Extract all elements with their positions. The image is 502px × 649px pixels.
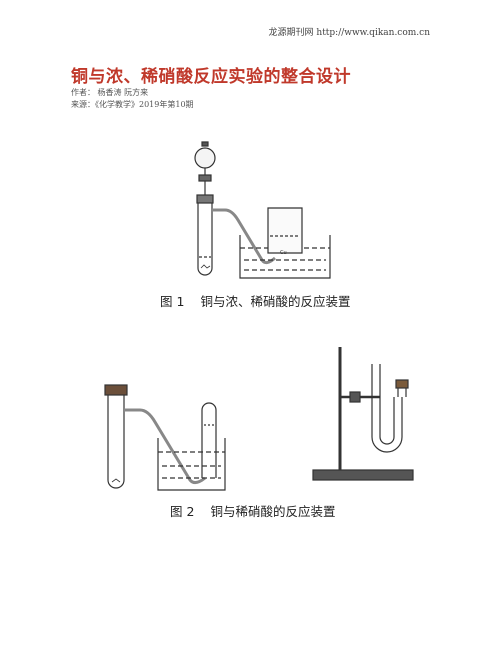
article-source: 来源：《化学教学》2019年第10期 xyxy=(71,100,194,109)
figure-1-caption: 图 1 铜与浓、稀硝酸的反应装置 xyxy=(160,291,350,310)
figure-2-number: 图 2 xyxy=(170,504,195,519)
article-authors: 作者： 杨香涛 阮方来 xyxy=(71,88,149,97)
figure-2-caption: 图 2 铜与稀硝酸的反应装置 xyxy=(170,501,335,520)
figure-2-apparatus-left xyxy=(104,384,226,491)
figure-1-number: 图 1 xyxy=(160,294,185,309)
article-title: 铜与浓、稀硝酸反应实验的整合设计 xyxy=(71,67,351,87)
figure-1-apparatus: Cu xyxy=(194,141,331,279)
svg-text:Cu: Cu xyxy=(280,250,287,256)
figure-2-caption-text: 铜与稀硝酸的反应装置 xyxy=(210,504,336,519)
figure-2-apparatus-right xyxy=(312,347,414,481)
figure-1-caption-text: 铜与浓、稀硝酸的反应装置 xyxy=(200,294,351,309)
site-header: 龙源期刊网 http://www.qikan.com.cn xyxy=(268,28,430,38)
